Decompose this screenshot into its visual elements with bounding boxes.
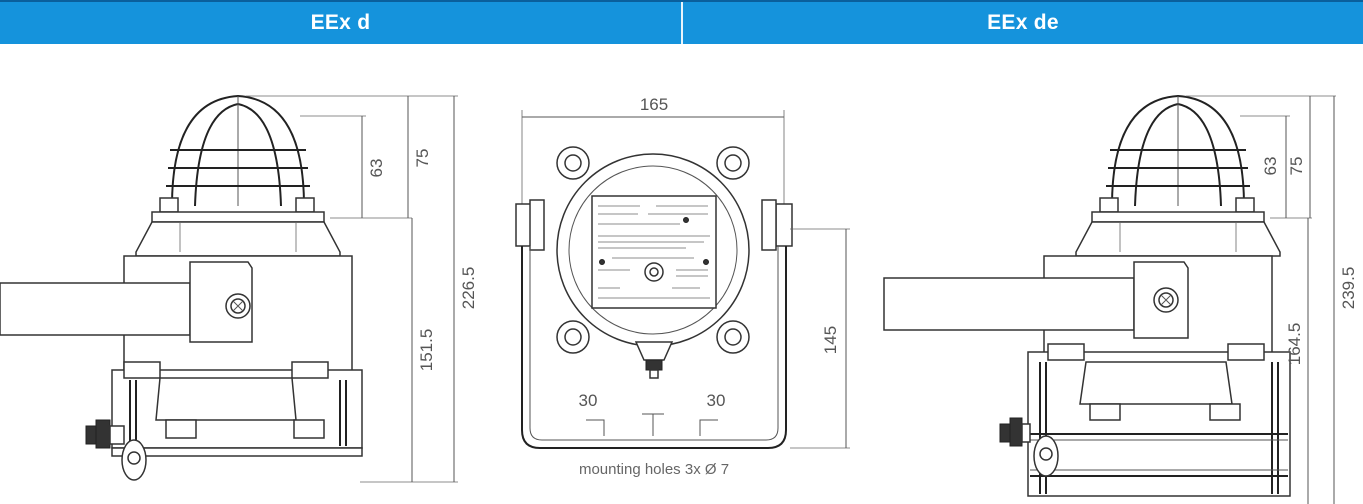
dim-center-height: 145 — [821, 326, 840, 354]
dim-right-63: 63 — [1261, 157, 1280, 176]
dim-left-63: 63 — [367, 159, 386, 178]
dim-left-226-5: 226.5 — [459, 267, 478, 310]
technical-drawing: 63 75 226.5 151.5 — [0, 94, 1358, 504]
dim-right-239-5: 239.5 — [1339, 267, 1358, 310]
header-eex-de: EEx de — [683, 2, 1363, 44]
table-header: EEx d EEx de — [0, 0, 1363, 44]
dim-center-spacing-right: 30 — [707, 391, 726, 410]
mounting-holes-caption: mounting holes 3x Ø 7 — [579, 461, 729, 478]
eex-de-side-view — [883, 94, 1336, 504]
dim-center-width: 165 — [640, 95, 668, 114]
dim-left-75: 75 — [413, 149, 432, 168]
dim-center-spacing-left: 30 — [579, 391, 598, 410]
eex-d-side-view — [0, 94, 458, 483]
dim-right-164-5: 164.5 — [1285, 323, 1304, 366]
header-eex-d: EEx d — [0, 2, 683, 44]
dim-left-151-5: 151.5 — [417, 329, 436, 372]
dim-right-75: 75 — [1287, 157, 1306, 176]
front-view — [515, 110, 850, 449]
